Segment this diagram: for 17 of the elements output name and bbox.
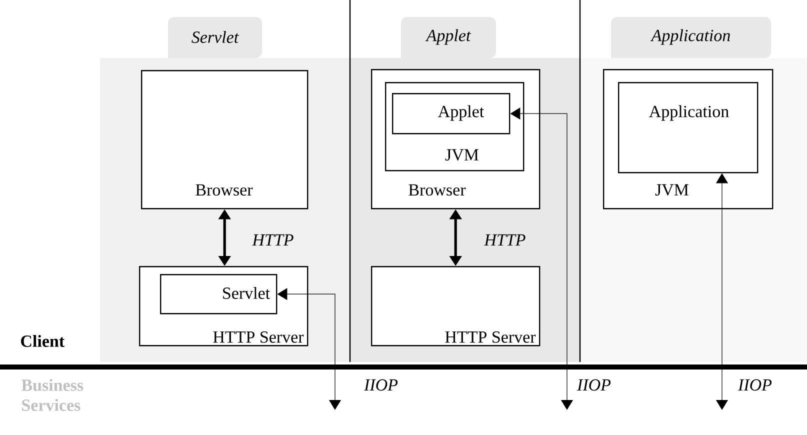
node-label: Applet — [425, 29, 472, 45]
arrow — [716, 173, 728, 410]
edge-label: HTTP — [252, 234, 294, 246]
edge-label: IIOP — [364, 379, 398, 391]
tier-label: Client — [21, 335, 65, 347]
component-box: Application — [618, 82, 758, 174]
component-box: Applet — [392, 93, 510, 134]
tier-label: Business Services — [22, 379, 84, 411]
node-label: Application — [650, 29, 730, 45]
component-box: Servlet — [160, 274, 278, 314]
node-label: Servlet — [192, 31, 239, 43]
edge-label: HTTP — [484, 234, 526, 246]
component-box: HTTP Server — [371, 266, 540, 346]
arrow — [510, 108, 574, 410]
edge-label: IIOP — [738, 379, 772, 391]
edge-label: IIOP — [576, 379, 611, 391]
component-box: Browser — [141, 70, 308, 210]
